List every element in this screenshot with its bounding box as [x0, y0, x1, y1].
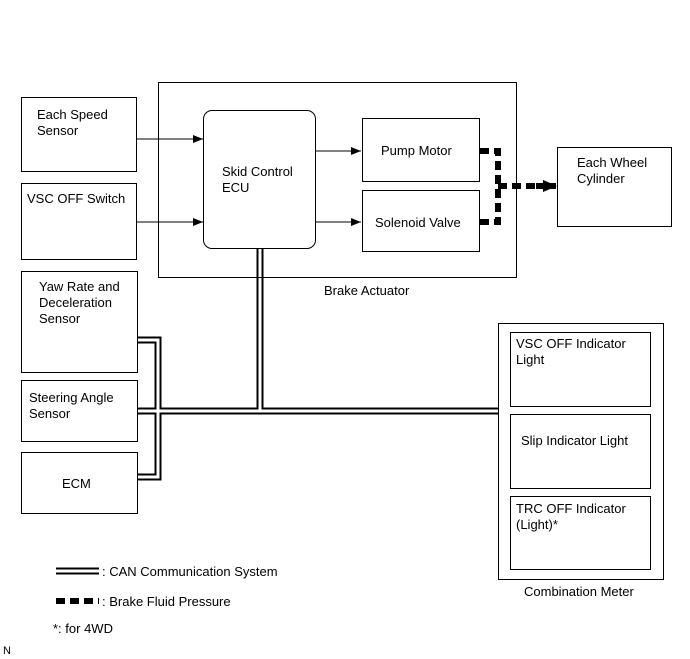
- trc-off-indicator-label: TRC OFF Indicator (Light)*: [516, 501, 626, 532]
- vsc-off-indicator[interactable]: [510, 332, 651, 407]
- vsc-off-switch[interactable]: [21, 183, 137, 260]
- brake-actuator-label: Brake Actuator: [324, 283, 410, 298]
- solenoid-valve[interactable]: [362, 190, 480, 252]
- brake-fluid-lines: [480, 148, 540, 225]
- skid-control-ecu-label: Skid Control ECU: [222, 164, 293, 195]
- ecm[interactable]: [21, 452, 138, 514]
- pump-motor-label: Pump Motor: [381, 143, 452, 158]
- yaw-rate-sensor-label: Yaw Rate and Deceleration Sensor: [39, 279, 120, 326]
- vsc-off-switch-label: VSC OFF Switch: [27, 191, 126, 206]
- wheel-cylinder-label: Each Wheel Cylinder: [577, 155, 648, 186]
- pump-motor[interactable]: [362, 118, 480, 182]
- trc-off-indicator[interactable]: [510, 496, 651, 570]
- corner-mark: N: [3, 645, 11, 657]
- steering-angle-sensor-label: Steering Angle Sensor: [29, 390, 114, 421]
- legend-brake-fluid-label: : Brake Fluid Pressure: [102, 594, 231, 609]
- wheel-cylinder[interactable]: [557, 147, 672, 227]
- combination-meter-label: Combination Meter: [524, 584, 634, 599]
- legend-can-label: : CAN Communication System: [102, 564, 278, 579]
- slip-indicator[interactable]: [510, 414, 651, 489]
- ecm-label: ECM: [62, 476, 91, 491]
- combination-meter-box: [498, 323, 664, 580]
- yaw-rate-sensor[interactable]: [21, 271, 138, 373]
- brake-actuator-box: [158, 82, 517, 278]
- legend-note: *: for 4WD: [53, 621, 113, 636]
- steering-angle-sensor[interactable]: [21, 380, 138, 442]
- can-bus: [138, 249, 498, 481]
- speed-sensor-label: Each Speed Sensor: [37, 107, 108, 138]
- solenoid-valve-label: Solenoid Valve: [375, 215, 461, 230]
- vsc-off-indicator-label: VSC OFF Indicator Light: [516, 336, 626, 367]
- slip-indicator-label: Slip Indicator Light: [521, 433, 628, 448]
- speed-sensor[interactable]: [21, 97, 137, 172]
- skid-control-ecu[interactable]: [203, 110, 316, 249]
